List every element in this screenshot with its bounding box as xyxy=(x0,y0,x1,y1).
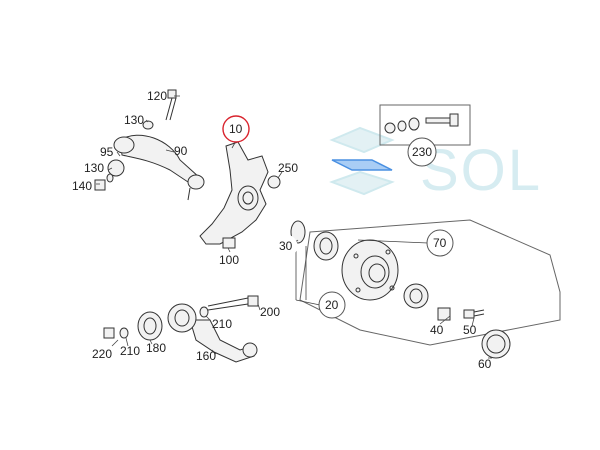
watermark-text: SOL xyxy=(420,138,542,203)
callout-220: 220 xyxy=(92,347,112,361)
callout-210-right: 210 xyxy=(212,317,232,331)
callout-160: 160 xyxy=(196,349,216,363)
part-washer-210-right xyxy=(199,306,209,318)
callout-130-left: 130 xyxy=(84,161,104,175)
callout-130-top: 130 xyxy=(124,113,144,127)
part-bolt-200 xyxy=(207,295,259,311)
callout-10: 10 xyxy=(229,122,243,136)
part-grease-cap-60 xyxy=(481,329,511,359)
callout-180: 180 xyxy=(146,341,166,355)
part-bracket xyxy=(167,303,197,333)
part-bearing-right xyxy=(403,283,429,309)
callout-circle-20 xyxy=(318,291,346,319)
part-bushing-180 xyxy=(137,311,163,341)
part-control-arm-90 xyxy=(113,134,205,201)
part-washer-130-top xyxy=(142,120,154,130)
callout-100: 100 xyxy=(219,253,239,267)
part-bolt-120 xyxy=(165,89,177,121)
part-seal-30 xyxy=(290,220,306,244)
callout-circle-70 xyxy=(426,229,454,257)
part-bolt-50 xyxy=(463,309,485,319)
callout-40: 40 xyxy=(430,323,444,337)
part-nut-220 xyxy=(103,327,115,339)
callout-50: 50 xyxy=(463,323,477,337)
callout-circle-10-highlight xyxy=(222,115,250,143)
callout-230: 230 xyxy=(412,145,432,159)
callout-250: 250 xyxy=(278,161,298,175)
callout-circle-230 xyxy=(407,137,437,167)
watermark-mark-top xyxy=(329,126,395,154)
part-nut-40 xyxy=(437,307,451,321)
part-washer-95 xyxy=(106,173,114,183)
callout-circle-30 xyxy=(274,234,298,258)
part-nut-140 xyxy=(94,179,106,191)
callout-210-left: 210 xyxy=(120,344,140,358)
part-kit-230-box xyxy=(379,104,471,152)
part-steering-knuckle-10 xyxy=(199,141,281,245)
callout-20: 20 xyxy=(325,298,339,312)
part-washer-210-left xyxy=(119,327,129,339)
part-nut-100 xyxy=(222,237,236,249)
part-bushing-130-left xyxy=(107,159,125,177)
callout-70: 70 xyxy=(433,236,447,250)
sol-watermark-logo: SOL xyxy=(329,126,542,203)
part-bearing-left xyxy=(313,231,339,261)
part-wheel-hub-70 xyxy=(341,239,399,301)
watermark-mark-bottom xyxy=(329,170,395,196)
callout-90: 90 xyxy=(174,144,188,158)
part-bearing-left-inner xyxy=(319,237,333,255)
callout-200: 200 xyxy=(260,305,280,319)
watermark-mark-mid xyxy=(331,159,393,171)
callout-60: 60 xyxy=(478,357,492,371)
callout-120: 120 xyxy=(147,89,167,103)
callout-95: 95 xyxy=(100,145,114,159)
callout-30: 30 xyxy=(279,239,293,253)
part-bearing-right-inner xyxy=(409,288,423,304)
part-lower-arm-160 xyxy=(189,319,258,363)
callout-140: 140 xyxy=(72,179,92,193)
